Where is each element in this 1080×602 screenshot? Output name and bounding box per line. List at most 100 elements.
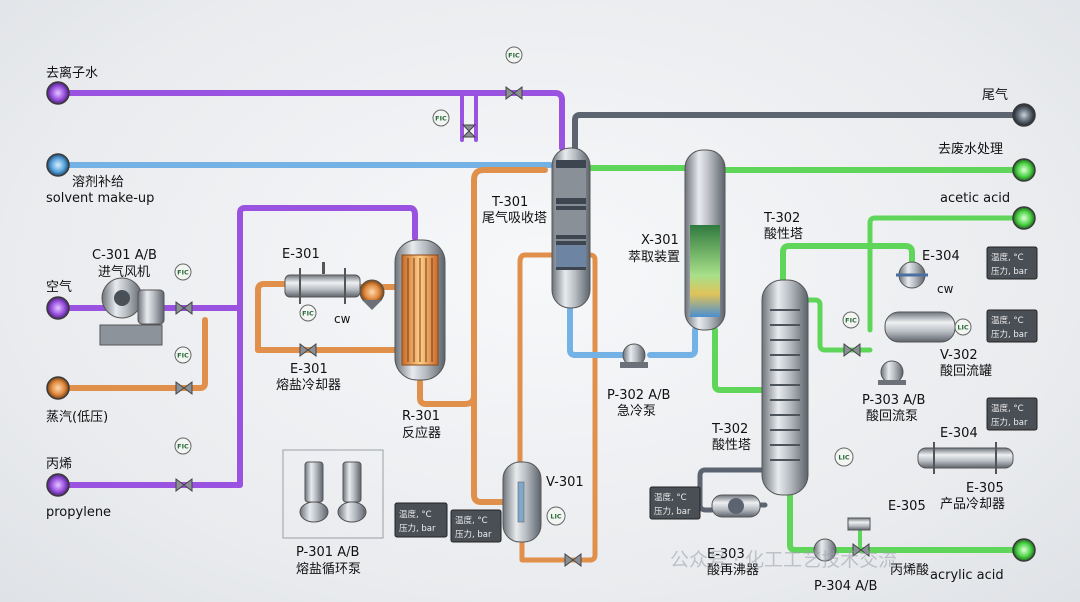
- t302-id: T-302: [711, 422, 748, 437]
- c301-name: 进气风机: [98, 264, 150, 280]
- label-steam: 蒸汽(低压): [46, 410, 108, 425]
- deionized-water-source[interactable]: [46, 81, 70, 105]
- svg-text:温度, °C: 温度, °C: [991, 252, 1024, 263]
- e301-molten-salt-cooler[interactable]: [284, 262, 385, 310]
- label-propylene-cn: 丙烯: [46, 457, 72, 472]
- fic-tag-3: FIC: [177, 269, 189, 277]
- fic-tag-1: FIC: [508, 52, 520, 60]
- acrylic-acid-sink[interactable]: [1012, 538, 1036, 562]
- t301-name: 尾气吸收塔: [482, 210, 547, 226]
- acetic-acid-sink[interactable]: [1012, 206, 1036, 230]
- e303-id: E-303: [707, 547, 745, 562]
- tail-gas-sink[interactable]: [1012, 103, 1036, 127]
- terminals: [46, 81, 1036, 562]
- control-valves[interactable]: [175, 86, 870, 567]
- t302-name: 酸性塔: [712, 438, 751, 453]
- v302-name: 酸回流罐: [940, 364, 992, 379]
- e305-small-id: E-305: [888, 499, 926, 514]
- readout-panel-e304: 温度, °C 压力, bar: [986, 397, 1038, 431]
- labels: 去离子水 溶剂补给 solvent make-up 空气 蒸汽(低压) 丙烯 p…: [46, 65, 1010, 594]
- valve-recycle: [461, 124, 477, 138]
- valve-e301: [299, 343, 317, 357]
- p303-id: P-303 A/B: [862, 393, 925, 408]
- p301-name: 熔盐循环泵: [296, 562, 361, 577]
- svg-text:温度, °C: 温度, °C: [654, 492, 687, 503]
- fic-tag-5: FIC: [177, 443, 189, 451]
- c301-id: C-301 A/B: [92, 248, 157, 263]
- p303-reflux-pump[interactable]: [878, 360, 906, 385]
- propylene-source[interactable]: [46, 473, 70, 497]
- e304-exchanger[interactable]: [917, 442, 1014, 474]
- svg-text:温度, °C: 温度, °C: [991, 403, 1024, 414]
- readout-panel-reactor: 温度, °C 压力, bar: [394, 502, 448, 538]
- readout-panels[interactable]: 温度, °C 压力, bar 温度, °C 压力, bar 温度, °C 压力,…: [394, 246, 1038, 543]
- valve-v301: [564, 553, 582, 567]
- readout-panel-v302: 温度, °C 压力, bar: [986, 309, 1038, 343]
- valve-air: [175, 301, 193, 315]
- label-deionized-water: 去离子水: [46, 65, 98, 81]
- t302-top-id: T-302: [763, 211, 800, 226]
- v302-reflux-drum[interactable]: [884, 311, 956, 343]
- e301-top-id: E-301: [282, 247, 320, 262]
- svg-text:压力, bar: 压力, bar: [654, 506, 691, 517]
- v301-id: V-301: [546, 475, 584, 490]
- solvent-makeup-source[interactable]: [46, 153, 70, 177]
- svg-text:压力, bar: 压力, bar: [455, 529, 492, 540]
- label-air: 空气: [46, 279, 72, 295]
- label-propylene-en: propylene: [46, 505, 111, 520]
- pipes: [57, 90, 1025, 563]
- label-acrylic-acid-cn: 丙烯酸: [890, 563, 929, 578]
- svg-text:压力, bar: 压力, bar: [991, 417, 1028, 428]
- valve-deionized-water: [505, 86, 523, 100]
- label-tail-gas: 尾气: [982, 87, 1008, 103]
- readout-panel-e303: 温度, °C 压力, bar: [649, 486, 701, 520]
- e304-top-id: E-304: [922, 249, 960, 264]
- label-cw-e304: cw: [937, 282, 954, 296]
- instrument-bubbles[interactable]: [174, 46, 972, 526]
- label-cw-e301: cw: [334, 312, 351, 326]
- e304-id: E-304: [940, 426, 978, 441]
- readout-panel-v301: 温度, °C 压力, bar: [450, 509, 502, 543]
- p301-id: P-301 A/B: [296, 545, 359, 560]
- steam-source[interactable]: [46, 376, 70, 400]
- svg-text:压力, bar: 压力, bar: [991, 329, 1028, 340]
- label-solvent-cn: 溶剂补给: [72, 175, 124, 190]
- valve-reflux: [843, 343, 861, 357]
- x301-name: 萃取装置: [628, 250, 680, 265]
- e303-reboiler[interactable]: [711, 494, 761, 518]
- v301-drum[interactable]: [502, 461, 542, 543]
- x301-id: X-301: [641, 233, 679, 248]
- t302-top-name: 酸性塔: [764, 227, 803, 242]
- wastewater-sink[interactable]: [1012, 158, 1036, 182]
- svg-text:压力, bar: 压力, bar: [991, 266, 1028, 277]
- p301-salt-pumps[interactable]: [282, 449, 384, 539]
- valve-propylene: [175, 478, 193, 492]
- t302-acid-column[interactable]: [761, 279, 809, 496]
- svg-text:温度, °C: 温度, °C: [399, 509, 432, 520]
- instrument-tags: FIC FIC FIC FIC FIC FIC FIC LIC LIC LIC: [177, 52, 969, 521]
- v302-id: V-302: [940, 348, 978, 363]
- lic-tag-3: LIC: [957, 324, 969, 332]
- p302-id: P-302 A/B: [607, 388, 670, 403]
- e305-id: E-305: [966, 481, 1004, 496]
- air-source[interactable]: [46, 296, 70, 320]
- r301-id: R-301: [402, 409, 440, 424]
- p302-name: 急冷泵: [617, 404, 656, 419]
- label-wastewater: 去废水处理: [938, 141, 1003, 157]
- p302-quench-pump[interactable]: [620, 343, 648, 368]
- readout-panel-e304-top: 温度, °C 压力, bar: [986, 246, 1038, 280]
- p304-product-pump[interactable]: [813, 538, 837, 562]
- e304-condenser[interactable]: [896, 261, 928, 289]
- e305-cooler[interactable]: [847, 517, 871, 531]
- fic-tag-6: FIC: [302, 310, 314, 318]
- e301-id: E-301: [290, 362, 328, 377]
- x301-extractor[interactable]: [684, 149, 726, 331]
- t301-absorber[interactable]: [551, 147, 591, 309]
- label-acetic-acid: acetic acid: [940, 191, 1010, 206]
- e303-name: 酸再沸器: [707, 563, 759, 578]
- c301-blower[interactable]: [99, 277, 165, 346]
- r301-reactor[interactable]: [394, 239, 446, 381]
- lic-tag-1: LIC: [550, 513, 562, 521]
